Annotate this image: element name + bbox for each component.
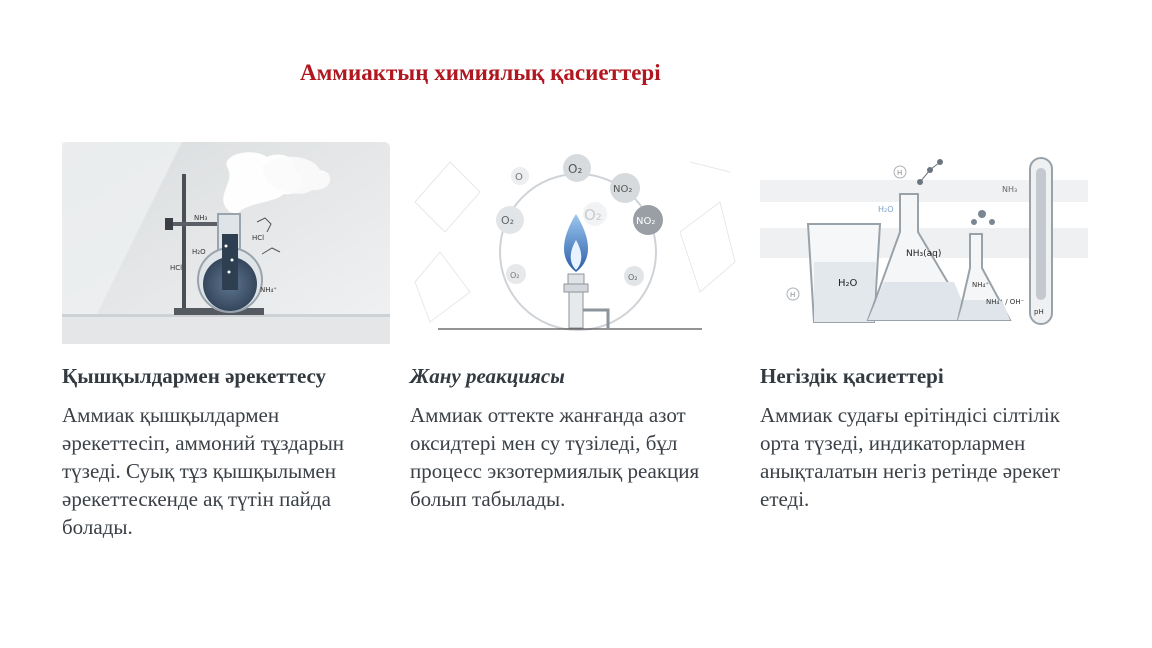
acid-reaction-image: NH₃ HCl H₂O NH₄⁺ HCl [62,142,390,344]
basic-properties-image: H₂O NH₃(aq) NH₄⁺ NH₄⁺ / OH⁻ pH NH₃ H₂O H… [760,142,1088,344]
svg-text:H₂O: H₂O [878,205,894,214]
svg-text:NH₃: NH₃ [194,214,208,222]
svg-text:H: H [897,169,902,177]
card-heading: Жану реакциясы [410,364,565,388]
svg-text:H₂O: H₂O [838,278,858,289]
svg-text:H₂O: H₂O [192,248,206,256]
svg-text:HCl: HCl [170,264,182,272]
card-heading: Негіздік қасиеттері [760,364,944,388]
card-body: Аммиак қышқылдармен әрекеттесіп, аммоний… [62,403,345,539]
combustion-image: O₂ O O₂ NO₂ NO₂ O₂ O₂ O₂ [410,142,738,344]
card-acid-reaction: NH₃ HCl H₂O NH₄⁺ HCl Қышқылдармен әрекет… [62,142,392,541]
svg-text:HCl: HCl [252,234,264,242]
card-body: Аммиак оттекте жанғанда азот оксидтері м… [410,403,700,511]
svg-text:H: H [790,291,795,299]
card-basic-properties: H₂O NH₃(aq) NH₄⁺ NH₄⁺ / OH⁻ pH NH₃ H₂O H… [760,142,1090,513]
svg-text:NH₄⁺: NH₄⁺ [972,281,989,289]
svg-text:O₂: O₂ [510,271,520,280]
slide-title: Аммиактың химиялық қасиеттері [300,60,661,85]
svg-text:NH₃: NH₃ [1002,185,1017,194]
svg-text:O₂: O₂ [568,162,582,176]
svg-text:pH: pH [1034,308,1044,316]
svg-text:O₂: O₂ [501,214,514,227]
svg-text:NO₂: NO₂ [636,216,655,227]
card-body: Аммиак судағы ерітіндісі сілтілік орта т… [760,403,1061,511]
svg-text:NO₂: NO₂ [613,184,632,195]
card-combustion: O₂ O O₂ NO₂ NO₂ O₂ O₂ O₂ Жану реакциясы … [410,142,740,513]
svg-text:NH₃(aq): NH₃(aq) [906,249,941,259]
svg-text:O₂: O₂ [584,206,602,224]
svg-text:NH₄⁺ / OH⁻: NH₄⁺ / OH⁻ [986,298,1025,306]
svg-text:O₂: O₂ [628,273,638,282]
svg-text:O: O [515,172,523,183]
card-heading: Қышқылдармен әрекеттесу [62,364,327,388]
svg-text:NH₄⁺: NH₄⁺ [260,286,277,294]
